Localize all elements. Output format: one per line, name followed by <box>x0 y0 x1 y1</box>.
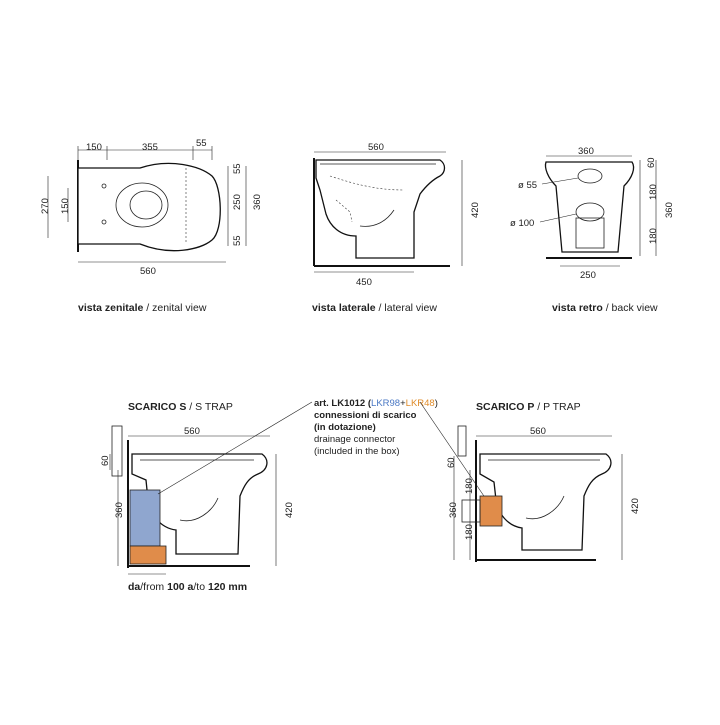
outlet-sleeve <box>575 217 605 249</box>
view-caption: vista retro / back view <box>552 302 658 314</box>
dim-label: 60 <box>446 457 457 468</box>
bowl-rim <box>115 182 169 228</box>
dim-label: 420 <box>630 498 641 514</box>
dim-label: 560 <box>184 426 200 437</box>
fixing-hole <box>101 219 107 225</box>
title-bold: SCARICO P <box>476 401 534 413</box>
note-lkr48: LKR48 <box>406 398 435 409</box>
dim-label: 360 <box>114 502 125 518</box>
dim-label: 180 <box>648 228 659 244</box>
dim-label: 150 <box>86 142 102 153</box>
dim-label: 180 <box>464 524 475 540</box>
dim-label: 355 <box>142 142 158 153</box>
bowl-outline-top <box>77 162 221 252</box>
note-line-2: connessioni di scarico <box>314 410 417 421</box>
wall-pipe <box>111 425 123 477</box>
dim-label: ø 55 <box>518 180 537 191</box>
siphon-line <box>359 209 395 227</box>
dim-label: 360 <box>252 194 263 210</box>
note-part: da <box>128 581 140 593</box>
note-part: /from <box>140 581 167 593</box>
dim-label: 55 <box>232 163 243 174</box>
s-trap-view: SCARICO S / S TRAP 560 60 360 420 da/fro… <box>100 401 295 593</box>
connector-note: art. LK1012 (LKR98+LKR48) connessioni di… <box>157 398 489 503</box>
leader-line <box>541 177 579 185</box>
leader-line <box>539 213 577 223</box>
dim-label: 55 <box>196 138 207 149</box>
p-trap-view: SCARICO P / P TRAP 560 60 180 360 180 42… <box>446 401 641 562</box>
dim-label: 250 <box>232 194 243 210</box>
p-trap-title: SCARICO P / P TRAP <box>476 401 581 413</box>
leader-line-s <box>157 401 313 495</box>
caption-bold: vista laterale <box>312 302 376 314</box>
dim-label: 360 <box>578 146 594 157</box>
caption-bold: vista retro <box>552 302 603 314</box>
dim-label: 360 <box>664 202 675 218</box>
dim-label: 560 <box>140 266 156 277</box>
note-part: /to <box>193 581 208 593</box>
s-trap-connector-blue <box>129 489 161 547</box>
dim-label: 180 <box>648 184 659 200</box>
note-line-5: (included in the box) <box>314 446 400 457</box>
bowl-profile <box>315 159 446 259</box>
bowl-hole <box>129 190 163 220</box>
view-caption: vista zenitale / zenital view <box>78 302 207 314</box>
dim-label: 420 <box>470 202 481 218</box>
dim-label: 60 <box>100 455 111 466</box>
dim-label: 250 <box>580 270 596 281</box>
dim-label: 420 <box>284 502 295 518</box>
dim-label: 450 <box>356 277 372 288</box>
dim-label: 150 <box>60 198 71 214</box>
caption-rest: / back view <box>603 302 658 314</box>
siphon-line <box>525 495 565 520</box>
note-plus: + <box>400 398 406 409</box>
note-line-3: (in dotazione) <box>314 422 376 433</box>
dim-label: 270 <box>40 198 51 214</box>
dim-label: 55 <box>232 235 243 246</box>
note-art: art. LK1012 ( <box>314 398 372 409</box>
caption-rest: / lateral view <box>376 302 438 314</box>
dim-label: 560 <box>368 142 384 153</box>
s-trap-note: da/from 100 a/to 120 mm <box>128 581 247 593</box>
back-view: 360 ø 55 ø 100 60 180 360 180 250 vista … <box>510 146 675 314</box>
lateral-view: 560 420 450 vista laterale / lateral vie… <box>312 142 481 314</box>
title-rest: / S TRAP <box>186 401 233 413</box>
back-outline <box>544 161 635 253</box>
fixing-hole <box>101 183 107 189</box>
note-close: ) <box>435 398 438 409</box>
note-line-1: art. LK1012 (LKR98+LKR48) <box>314 398 438 409</box>
caption-bold: vista zenitale <box>78 302 144 314</box>
note-part: 100 a <box>167 581 193 593</box>
title-rest: / P TRAP <box>534 401 580 413</box>
wall-pipe <box>457 425 467 457</box>
caption-rest: / zenital view <box>143 302 206 314</box>
note-lkr98: LKR98 <box>371 398 400 409</box>
hidden-trap-line <box>329 175 405 223</box>
siphon-line <box>179 497 219 522</box>
note-line-4: drainage connector <box>314 434 395 445</box>
outlet-100 <box>575 202 605 222</box>
s-trap-connector-orange <box>129 545 167 565</box>
dim-label: 180 <box>464 478 475 494</box>
p-trap-connector-orange <box>479 495 503 527</box>
zenital-view: 150 355 55 270 150 55 250 360 55 560 vis… <box>40 138 263 314</box>
inlet-55 <box>577 168 603 184</box>
s-trap-title: SCARICO S / S TRAP <box>128 401 233 413</box>
view-caption: vista laterale / lateral view <box>312 302 437 314</box>
p-trap-wall-outlet <box>461 499 481 523</box>
dim-label: 60 <box>646 157 657 168</box>
note-part: 120 mm <box>208 581 247 593</box>
title-bold: SCARICO S <box>128 401 186 413</box>
dim-label: ø 100 <box>510 218 534 229</box>
dim-label: 560 <box>530 426 546 437</box>
dim-label: 360 <box>448 502 459 518</box>
